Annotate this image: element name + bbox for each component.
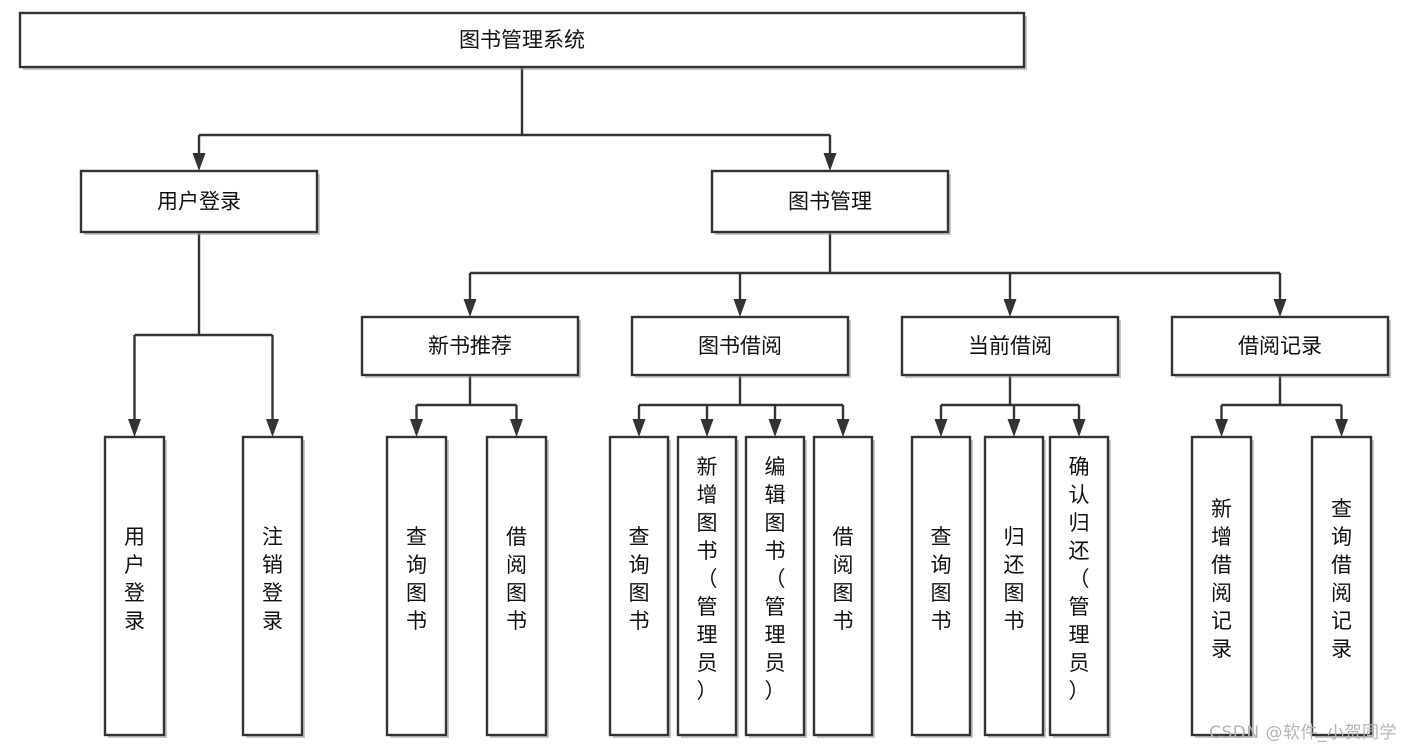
diagram-node-leaf-query-book-current[interactable]: 查询图书 (910, 435, 973, 738)
diagram-node-current-borrow[interactable]: 当前借阅 (900, 315, 1121, 378)
arrow-head-icon (1273, 299, 1287, 317)
node-box (241, 435, 304, 737)
node-label: 借阅记录 (1238, 334, 1322, 358)
arrow-head-icon (1007, 419, 1021, 437)
node-label: 新书推荐 (428, 334, 512, 358)
node-label: 确认归还（管理员） (1069, 455, 1090, 703)
node-box (79, 169, 319, 234)
node-box (485, 435, 548, 737)
arrow-head-icon (836, 419, 850, 437)
connector-layer (128, 67, 1348, 437)
diagram-node-leaf-add-book[interactable]: 新增图书（管理员） (676, 435, 739, 738)
arrow-head-icon (1003, 299, 1017, 317)
arrow-head-icon (510, 419, 523, 437)
arrow-head-icon (1215, 419, 1228, 437)
node-label: 注销登录 (262, 525, 283, 633)
node-label: 归还图书 (1004, 525, 1025, 633)
diagram-node-leaf-add-record[interactable]: 新增借阅记录 (1190, 435, 1254, 738)
arrow-head-icon (1072, 419, 1086, 437)
arrow-head-icon (463, 299, 477, 317)
node-box (1048, 435, 1110, 737)
node-layer: 图书管理系统用户登录图书管理新书推荐图书借阅当前借阅借阅记录用户登录注销登录查询… (18, 11, 1391, 738)
arrow-head-icon (1335, 419, 1348, 437)
node-label: 查询借阅记录 (1331, 497, 1352, 661)
node-label: 当前借阅 (968, 334, 1052, 358)
node-label: 查询图书 (406, 525, 427, 633)
node-label: 图书管理 (788, 190, 872, 214)
diagram-node-leaf-return-book[interactable]: 归还图书 (983, 435, 1046, 738)
arrow-head-icon (768, 419, 782, 437)
node-label: 借阅图书 (506, 525, 527, 633)
diagram-node-leaf-confirm-return[interactable]: 确认归还（管理员） (1048, 435, 1111, 738)
node-box (812, 435, 874, 737)
diagram-node-book-manage[interactable]: 图书管理 (710, 169, 951, 235)
diagram-node-leaf-user-login[interactable]: 用户登录 (103, 435, 167, 738)
arrow-head-icon (934, 419, 948, 437)
node-label: 图书管理系统 (459, 28, 585, 52)
diagram-node-book-borrow[interactable]: 图书借阅 (630, 315, 851, 378)
node-label: 新增借阅记录 (1211, 497, 1232, 661)
diagram-node-root[interactable]: 图书管理系统 (18, 11, 1027, 70)
arrow-head-icon (823, 153, 837, 171)
node-box (18, 11, 1026, 69)
arrow-head-icon (128, 419, 141, 437)
diagram-node-leaf-edit-book[interactable]: 编辑图书（管理员） (744, 435, 807, 738)
node-box (103, 435, 166, 737)
diagram-node-leaf-query-book-rec[interactable]: 查询图书 (385, 435, 449, 738)
diagram-node-borrow-record[interactable]: 借阅记录 (1170, 315, 1391, 378)
diagram-node-leaf-logout[interactable]: 注销登录 (241, 435, 305, 738)
node-box (608, 435, 670, 737)
node-box (630, 315, 850, 377)
diagram-node-leaf-query-record[interactable]: 查询借阅记录 (1310, 435, 1374, 738)
node-box (900, 315, 1120, 377)
node-box (385, 435, 448, 737)
node-label: 查询图书 (629, 525, 650, 633)
node-box (1170, 315, 1390, 377)
arrow-head-icon (700, 419, 714, 437)
node-box (1310, 435, 1373, 737)
node-label: 查询图书 (931, 525, 952, 633)
arrow-head-icon (266, 419, 279, 437)
node-box (910, 435, 972, 737)
node-label: 借阅图书 (833, 525, 854, 633)
node-box (360, 315, 580, 377)
diagram-node-leaf-borrow-book[interactable]: 借阅图书 (812, 435, 875, 738)
arrow-head-icon (410, 419, 423, 437)
diagram-node-leaf-query-book-borrow[interactable]: 查询图书 (608, 435, 671, 738)
arrow-head-icon (192, 153, 206, 171)
node-box (744, 435, 806, 737)
diagram-node-user-login[interactable]: 用户登录 (79, 169, 320, 235)
node-box (676, 435, 738, 737)
node-label: 用户登录 (157, 190, 241, 214)
node-box (1190, 435, 1253, 737)
node-label: 用户登录 (124, 525, 145, 633)
node-label: 新增图书（管理员） (697, 455, 718, 703)
diagram-node-leaf-borrow-book-rec[interactable]: 借阅图书 (485, 435, 549, 738)
diagram-node-new-book-rec[interactable]: 新书推荐 (360, 315, 581, 378)
node-label: 图书借阅 (698, 334, 782, 358)
node-box (983, 435, 1045, 737)
node-label: 编辑图书（管理员） (765, 455, 786, 703)
arrow-head-icon (733, 299, 747, 317)
node-box (710, 169, 950, 234)
arrow-head-icon (632, 419, 646, 437)
